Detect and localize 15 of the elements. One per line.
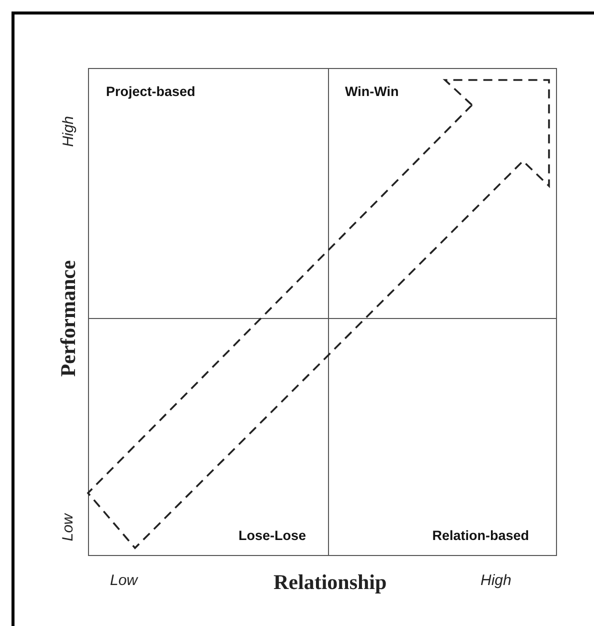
axis-tick-label: High <box>480 572 512 588</box>
axis-title: Relationship <box>274 570 387 594</box>
axis-title: Performance <box>55 260 80 376</box>
quadrant-label: Relation-based <box>432 528 529 543</box>
quadrant-box <box>328 318 557 556</box>
quadrant-label: Lose-Lose <box>238 528 306 543</box>
quadrant-label: Win-Win <box>345 84 399 99</box>
quadrant-label: Project-based <box>106 84 196 99</box>
quadrant-box <box>328 68 557 319</box>
quadrant-box <box>88 318 329 556</box>
axis-tick-label: Low <box>110 572 138 588</box>
block-arrow <box>86 79 550 550</box>
quadrant-box <box>88 68 329 319</box>
axis-tick-label: Low <box>59 513 76 541</box>
axis-tick-label: High <box>59 116 76 146</box>
